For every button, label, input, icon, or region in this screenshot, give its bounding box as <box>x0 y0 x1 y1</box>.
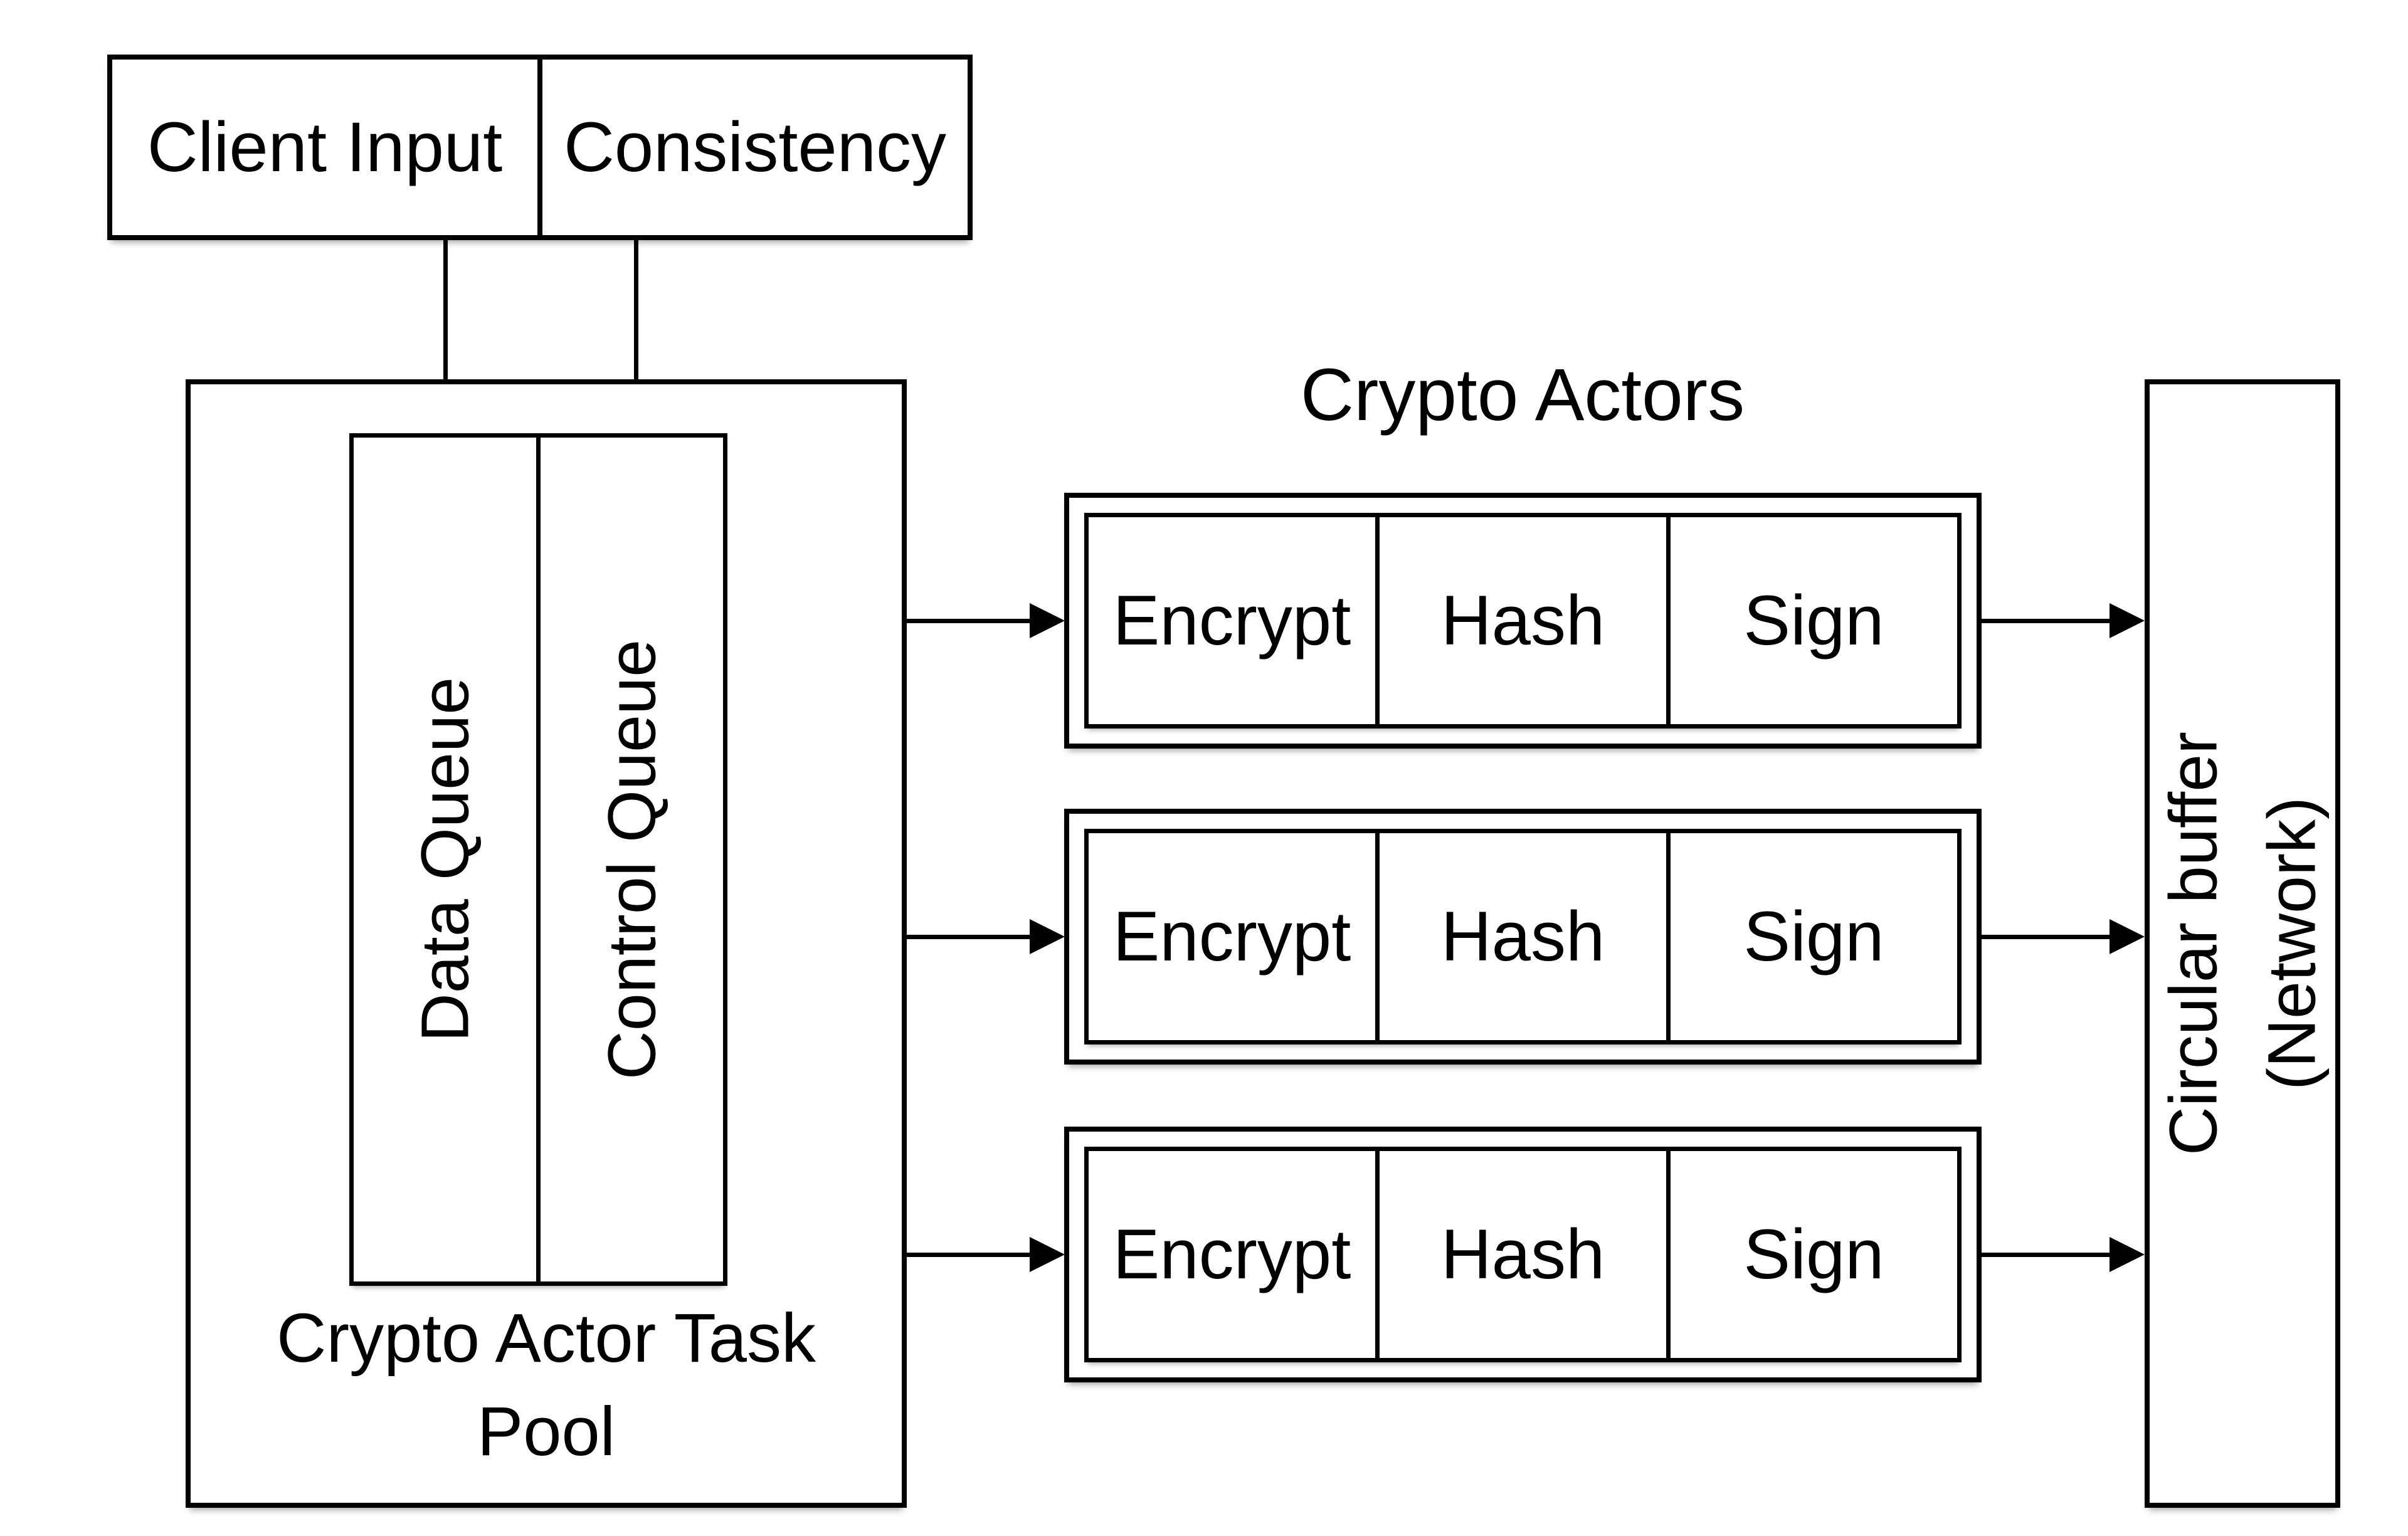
data-queue-label: Data Queue <box>406 676 483 1043</box>
task-pool-label-line2: Pool <box>477 1393 616 1471</box>
task-pool-label: Crypto Actor Task Pool <box>191 1291 902 1479</box>
hash-label-row3: Hash <box>1440 1215 1605 1294</box>
arrow-pool-to-row2-line <box>903 935 1030 939</box>
arrow-pool-to-row3-head <box>1030 1237 1065 1272</box>
encrypt-cell-row3: Encrypt <box>1089 1151 1380 1358</box>
circular-buffer-label: Circular buffer (Network) <box>2144 732 2340 1155</box>
task-pool-label-line1: Crypto Actor Task <box>277 1299 816 1377</box>
hash-label-row1: Hash <box>1440 581 1605 660</box>
hash-cell-row2: Hash <box>1380 833 1671 1040</box>
crypto-actor-row-1-inner: Encrypt Hash Sign <box>1084 513 1962 729</box>
client-input-cell: Client Input <box>112 60 542 235</box>
arrow-row2-to-buffer-head <box>2110 919 2145 954</box>
sign-cell-row2: Sign <box>1671 833 1957 1040</box>
client-input-consistency-box: Client Input Consistency <box>107 55 973 240</box>
hash-label-row2: Hash <box>1440 897 1605 976</box>
circular-buffer-box: Circular buffer (Network) <box>2145 379 2340 1508</box>
arrow-pool-to-row3-line <box>903 1253 1030 1257</box>
encrypt-cell-row2: Encrypt <box>1089 833 1380 1040</box>
data-queue-cell: Data Queue <box>354 438 541 1281</box>
client-input-label: Client Input <box>147 108 503 187</box>
arrow-row2-to-buffer-line <box>1978 935 2110 939</box>
hash-cell-row1: Hash <box>1380 517 1671 724</box>
encrypt-cell-row1: Encrypt <box>1089 517 1380 724</box>
crypto-actor-row-1: Encrypt Hash Sign <box>1064 493 1982 749</box>
crypto-actor-row-3-inner: Encrypt Hash Sign <box>1084 1147 1962 1362</box>
crypto-actor-task-pool-box: Crypto Actor Task Pool <box>186 379 907 1508</box>
arrow-client-input-line <box>443 240 448 398</box>
arrow-pool-to-row1-line <box>903 619 1030 623</box>
sign-label-row3: Sign <box>1743 1215 1884 1294</box>
crypto-actors-title: Crypto Actors <box>1300 354 1745 436</box>
crypto-actor-row-2: Encrypt Hash Sign <box>1064 809 1982 1065</box>
sign-label-row1: Sign <box>1743 581 1884 660</box>
arrow-row3-to-buffer-head <box>2110 1237 2145 1272</box>
crypto-actor-row-2-inner: Encrypt Hash Sign <box>1084 829 1962 1044</box>
circular-buffer-label-line1: Circular buffer <box>2155 731 2231 1156</box>
consistency-cell: Consistency <box>542 60 968 235</box>
hash-cell-row3: Hash <box>1380 1151 1671 1358</box>
arrow-pool-to-row1-head <box>1030 603 1065 638</box>
arrow-row1-to-buffer-line <box>1978 619 2110 623</box>
sign-cell-row1: Sign <box>1671 517 1957 724</box>
sign-cell-row3: Sign <box>1671 1151 1957 1358</box>
circular-buffer-label-line2: (Network) <box>2253 796 2329 1091</box>
encrypt-label-row2: Encrypt <box>1112 897 1351 976</box>
queues-box: Data Queue Control Queue <box>349 433 727 1286</box>
sign-label-row2: Sign <box>1743 897 1884 976</box>
arrow-row1-to-buffer-head <box>2110 603 2145 638</box>
arrow-pool-to-row2-head <box>1030 919 1065 954</box>
crypto-actor-row-3: Encrypt Hash Sign <box>1064 1127 1982 1382</box>
consistency-label: Consistency <box>563 108 947 187</box>
control-queue-label: Control Queue <box>593 639 670 1080</box>
encrypt-label-row1: Encrypt <box>1112 581 1351 660</box>
arrow-consistency-line <box>634 240 638 398</box>
arrow-row3-to-buffer-line <box>1978 1253 2110 1257</box>
control-queue-cell: Control Queue <box>541 438 723 1281</box>
encrypt-label-row3: Encrypt <box>1112 1215 1351 1294</box>
